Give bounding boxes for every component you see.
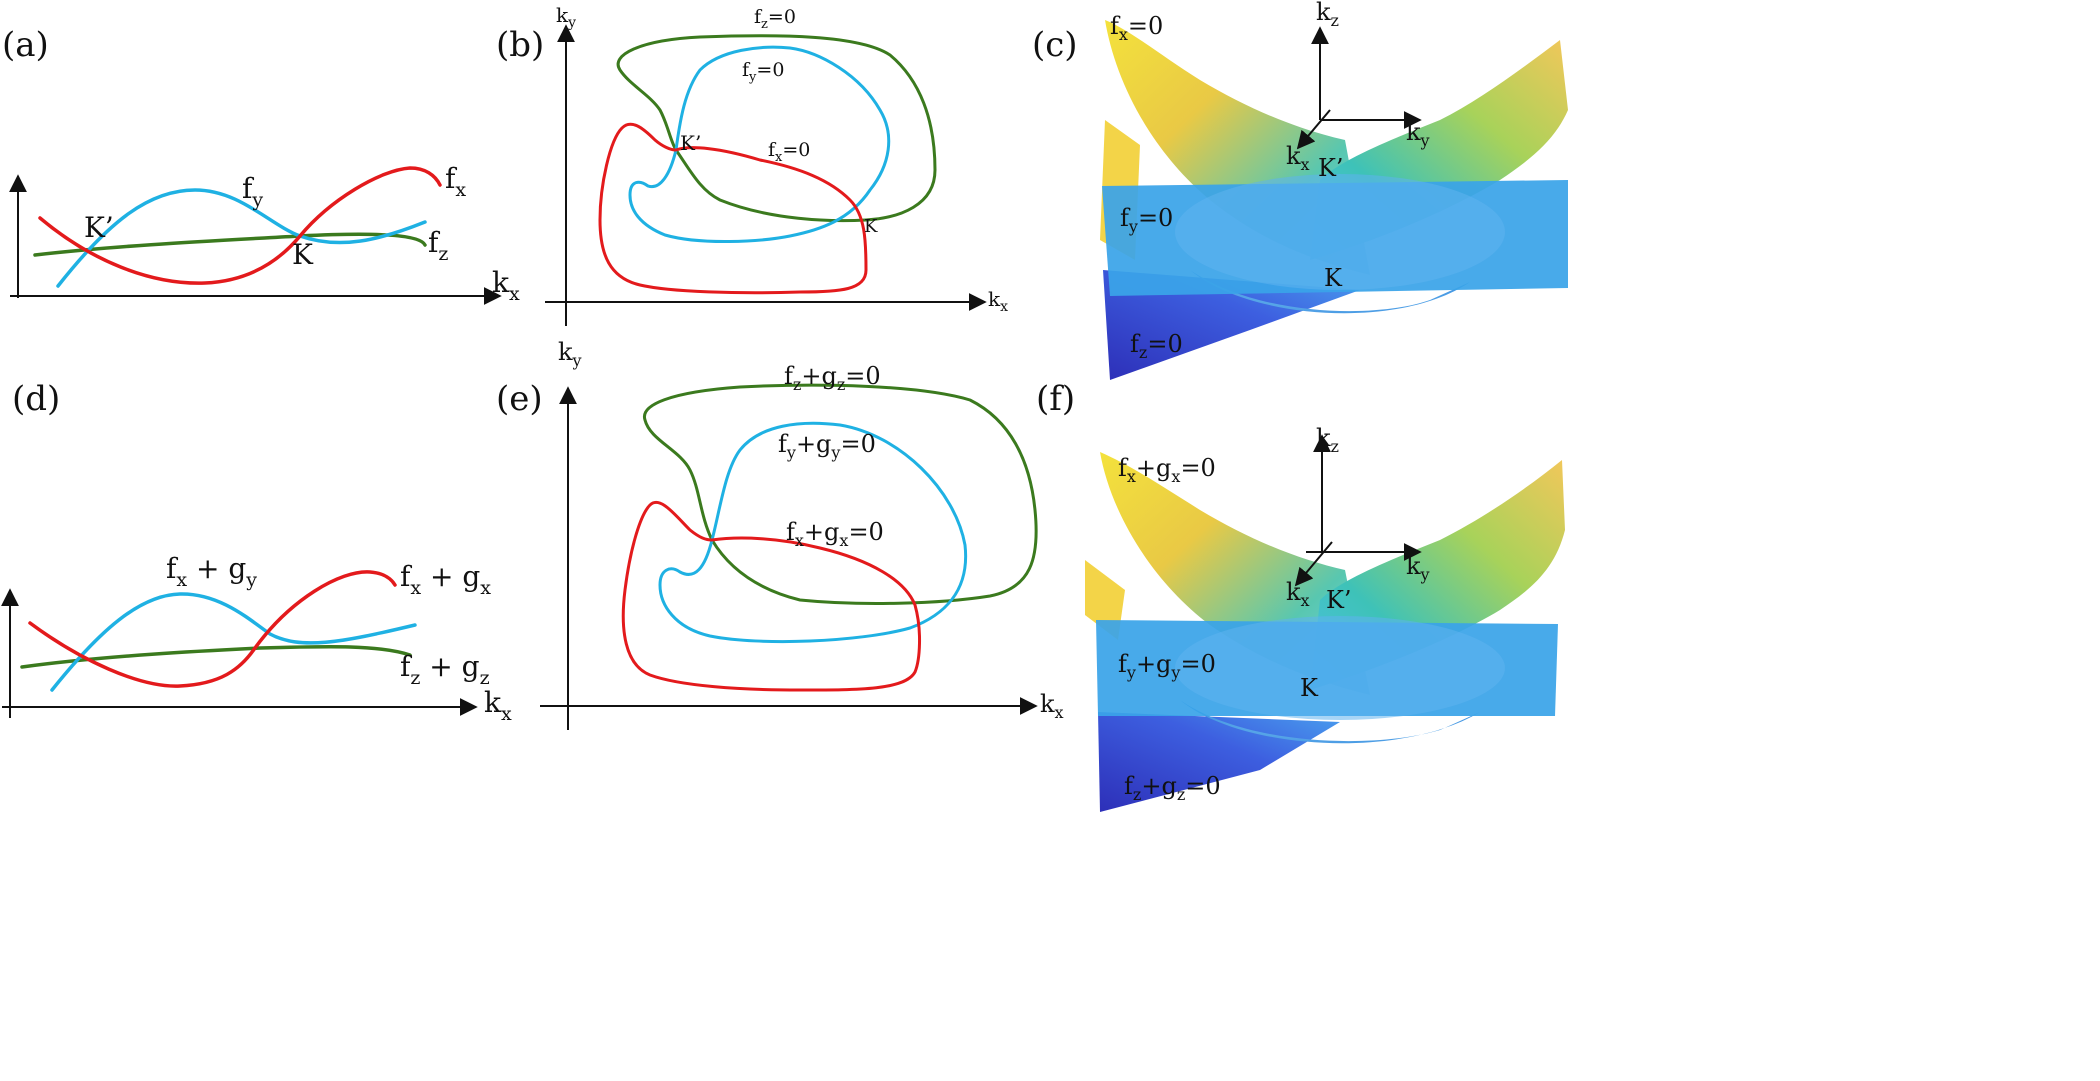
panel-d: (d) fx + gy fx + gx fz + gz kx <box>0 379 512 725</box>
panel-c-kx-axis <box>1296 109 1331 150</box>
panel-c-label-fy: fy=0 <box>1120 204 1173 236</box>
panel-b-y-axis-label: ky <box>556 3 576 31</box>
panel-f-intersection-ellipse <box>1175 616 1505 720</box>
panel-a-label: (a) <box>2 25 49 65</box>
panel-c-plane-fz <box>1103 270 1360 380</box>
panel-d-label-xx: fx + gx <box>400 560 491 599</box>
panel-c-bowl <box>1190 270 1470 314</box>
panel-c: (c) kz ky kx fx=0 fy=0 fz=0 K’ K <box>1032 0 1568 380</box>
panel-e-curve-y <box>658 421 968 644</box>
panel-a-label-fz: fz <box>428 226 448 265</box>
panel-c-point-kprime: K’ <box>1318 154 1344 182</box>
panel-f: (f) kz ky kx fx+gx=0 fy+gy=0 fz+gz=0 K’ … <box>1036 379 1565 812</box>
panel-c-intersection-ellipse <box>1175 174 1505 290</box>
panel-b-curve-fx <box>598 122 868 295</box>
panel-b-x-axis-label: kx <box>988 287 1008 315</box>
panel-f-point-kprime: K’ <box>1326 586 1352 614</box>
panel-b-label-fx: fx=0 <box>768 139 810 165</box>
panel-d-curve-y <box>50 592 417 692</box>
panel-f-bowl <box>1180 700 1480 744</box>
panel-f-label-x: fx+gx=0 <box>1118 454 1216 486</box>
panel-c-label-fz: fz=0 <box>1130 330 1183 362</box>
panel-a-label-fy: fy <box>242 172 263 211</box>
panel-e-label-y: fy+gy=0 <box>778 430 876 462</box>
panel-c-label: (c) <box>1032 25 1078 65</box>
panel-f-label: (f) <box>1036 379 1075 419</box>
panel-c-kz-label: kz <box>1316 0 1339 30</box>
panel-e-label: (e) <box>496 379 543 419</box>
panel-b-point-kprime: K’ <box>680 131 701 155</box>
panel-d-curve-x <box>28 570 397 688</box>
panel-a-curve-fx <box>38 166 442 285</box>
panel-e-label-z: fz+gz=0 <box>784 362 881 394</box>
panel-d-label-xy: fx + gy <box>166 552 257 591</box>
panel-a-curve-fy <box>56 188 427 288</box>
panel-f-label-y: fy+gy=0 <box>1118 650 1216 682</box>
panel-a-axis-label: kx <box>492 266 520 305</box>
panel-c-point-k: K <box>1324 264 1343 292</box>
panel-d-axis-label: kx <box>484 686 512 725</box>
panel-e-curve-z <box>643 383 1038 605</box>
panel-c-ky-label: ky <box>1406 118 1430 150</box>
panel-d-label-zz: fz + gz <box>400 650 490 689</box>
panel-b-label: (b) <box>496 25 544 65</box>
panel-b-label-fy: fy=0 <box>742 59 784 85</box>
panel-a-curve-fz <box>33 232 427 257</box>
panel-d-label: (d) <box>12 379 60 419</box>
panel-b-label-fz: fz=0 <box>754 6 796 32</box>
panel-f-kz-label: kz <box>1316 424 1339 456</box>
panel-e-curve-x <box>621 501 922 692</box>
panel-f-label-z: fz+gz=0 <box>1124 772 1221 804</box>
panel-e-label-x: fx+gx=0 <box>786 518 884 550</box>
panel-f-ky-label: ky <box>1406 552 1430 584</box>
panel-f-kx-label: kx <box>1286 578 1310 610</box>
panel-e: (e) ky kx fz+gz=0 fy+gy=0 fx+gx=0 <box>496 338 1064 730</box>
panel-b-curve-fy <box>628 45 891 243</box>
panel-a: (a) fy fx fz K’ K kx <box>2 25 520 305</box>
panel-b-point-k: K <box>864 216 878 237</box>
panel-f-kx-axis <box>1294 541 1333 587</box>
panel-e-y-axis-label: ky <box>558 338 582 370</box>
panel-e-x-axis-label: kx <box>1040 690 1064 722</box>
panel-c-label-fx: fx=0 <box>1110 12 1163 44</box>
panel-f-sheet-x-edge <box>1085 560 1125 640</box>
panel-f-point-k: K <box>1300 674 1319 702</box>
panel-b-curve-fz <box>616 34 937 223</box>
panel-a-point-kprime: K’ <box>84 211 114 244</box>
panel-a-label-fx: fx <box>445 162 466 201</box>
panel-a-point-k: K <box>292 238 314 271</box>
panel-c-kx-label: kx <box>1286 142 1310 174</box>
panel-b: (b) ky kx fz=0 fy=0 fx=0 K’ K <box>496 3 1008 326</box>
